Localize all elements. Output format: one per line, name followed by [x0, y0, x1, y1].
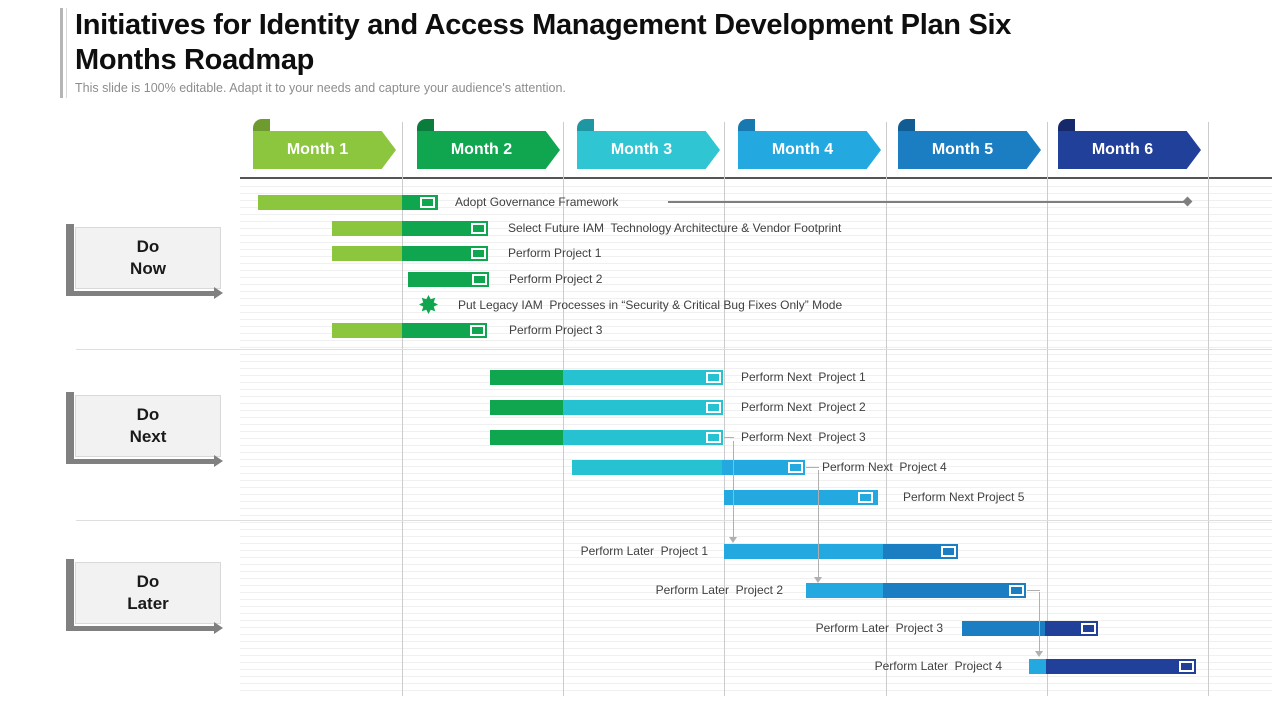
bar-segment — [402, 246, 488, 261]
grid-vline — [1047, 122, 1048, 696]
bar-segment — [490, 430, 563, 445]
chart-background — [240, 180, 1272, 696]
bar-segment — [1029, 659, 1046, 674]
section-accent-bar — [66, 392, 74, 464]
section-arrowhead-icon — [214, 622, 223, 634]
bar-marker — [1009, 585, 1024, 596]
bar-marker — [706, 372, 721, 383]
bar-segment — [402, 323, 487, 338]
bar-segment — [724, 490, 878, 505]
month-banner-4: Month 4 — [738, 131, 881, 169]
page-subtitle: This slide is 100% editable. Adapt it to… — [75, 81, 566, 95]
bar-segment — [408, 272, 489, 287]
bar-label: Perform Later Project 3 — [815, 621, 943, 635]
section-accent-bar — [66, 224, 74, 296]
month-banner-5: Month 5 — [898, 131, 1041, 169]
bar-segment — [883, 544, 958, 559]
bar-marker — [471, 223, 486, 234]
bar-marker — [1081, 623, 1096, 634]
bar-label: Perform Project 3 — [509, 323, 603, 337]
page-title-line1: Initiatives for Identity and Access Mana… — [75, 9, 1012, 41]
month-banner-6: Month 6 — [1058, 131, 1201, 169]
connector-dash — [1027, 590, 1040, 591]
bar-marker — [420, 197, 435, 208]
section-accent-bar — [66, 559, 74, 631]
bar-segment — [490, 370, 563, 385]
bar-segment — [258, 195, 402, 210]
bar-label: Perform Later Project 2 — [655, 583, 783, 597]
month-banner-1: Month 1 — [253, 131, 396, 169]
bar-segment — [806, 583, 883, 598]
connector-dash — [806, 467, 819, 468]
timeline-arrow — [668, 201, 1186, 203]
bar-marker — [470, 325, 485, 336]
bar-marker — [941, 546, 956, 557]
bar-segment — [332, 246, 402, 261]
connector-line — [1039, 592, 1040, 651]
bar-segment — [1046, 659, 1196, 674]
section-arrowhead-icon — [214, 455, 223, 467]
section-divider — [76, 349, 1272, 350]
bar-marker — [858, 492, 873, 503]
section-arrow — [66, 291, 214, 296]
connector-arrowhead-icon — [729, 537, 737, 543]
bar-segment — [722, 460, 805, 475]
chart-top-border — [240, 177, 1272, 179]
connector-dash — [724, 437, 734, 438]
bar-segment — [962, 621, 1045, 636]
bar-segment — [402, 221, 488, 236]
bar-label: Perform Next Project 4 — [822, 460, 947, 474]
bar-segment — [563, 400, 723, 415]
section-label-box: Do Now — [75, 227, 221, 289]
bar-label: Perform Next Project 1 — [741, 370, 866, 384]
bar-label: Perform Next Project 5 — [903, 490, 1025, 504]
grid-vline — [1208, 122, 1209, 696]
bar-label: Perform Project 1 — [508, 246, 602, 260]
bar-marker — [706, 402, 721, 413]
bar-segment — [883, 583, 1026, 598]
bar-segment — [332, 323, 402, 338]
title-accent-line-thin — [66, 8, 67, 98]
bar-label: Perform Next Project 3 — [741, 430, 866, 444]
grid-vline — [886, 122, 887, 696]
bar-label: Perform Later Project 1 — [580, 544, 708, 558]
grid-vline — [402, 122, 403, 696]
bar-marker — [471, 248, 486, 259]
bar-marker — [788, 462, 803, 473]
section-arrowhead-icon — [214, 287, 223, 299]
page-title-line2: Months Roadmap — [75, 44, 315, 77]
month-banner-3: Month 3 — [577, 131, 720, 169]
section-arrow — [66, 459, 214, 464]
bar-segment — [563, 370, 723, 385]
milestone-star-icon — [419, 295, 438, 314]
bar-segment — [724, 544, 883, 559]
page-title: Initiatives for Identity and Access Mana… — [75, 8, 1180, 79]
grid-vline — [724, 122, 725, 696]
month-banner-2: Month 2 — [417, 131, 560, 169]
section-divider — [76, 520, 1272, 521]
connector-line — [818, 470, 819, 577]
bar-marker — [1179, 661, 1194, 672]
section-arrow — [66, 626, 214, 631]
bar-marker — [472, 274, 487, 285]
title-accent-line — [60, 8, 63, 98]
bar-segment — [572, 460, 722, 475]
milestone-label: Put Legacy IAM Processes in “Security & … — [458, 298, 843, 312]
section-label-box: Do Later — [75, 562, 221, 624]
bar-label: Perform Later Project 4 — [874, 659, 1002, 673]
bar-label: Select Future IAM Technology Architectur… — [508, 221, 842, 235]
bar-segment — [332, 221, 402, 236]
connector-arrowhead-icon — [814, 577, 822, 583]
bar-label: Adopt Governance Framework — [455, 195, 619, 209]
section-label-box: Do Next — [75, 395, 221, 457]
bar-segment — [490, 400, 563, 415]
bar-marker — [706, 432, 721, 443]
connector-line — [733, 441, 734, 537]
bar-label: Perform Next Project 2 — [741, 400, 866, 414]
bar-label: Perform Project 2 — [509, 272, 603, 286]
connector-arrowhead-icon — [1035, 651, 1043, 657]
bar-segment — [563, 430, 723, 445]
